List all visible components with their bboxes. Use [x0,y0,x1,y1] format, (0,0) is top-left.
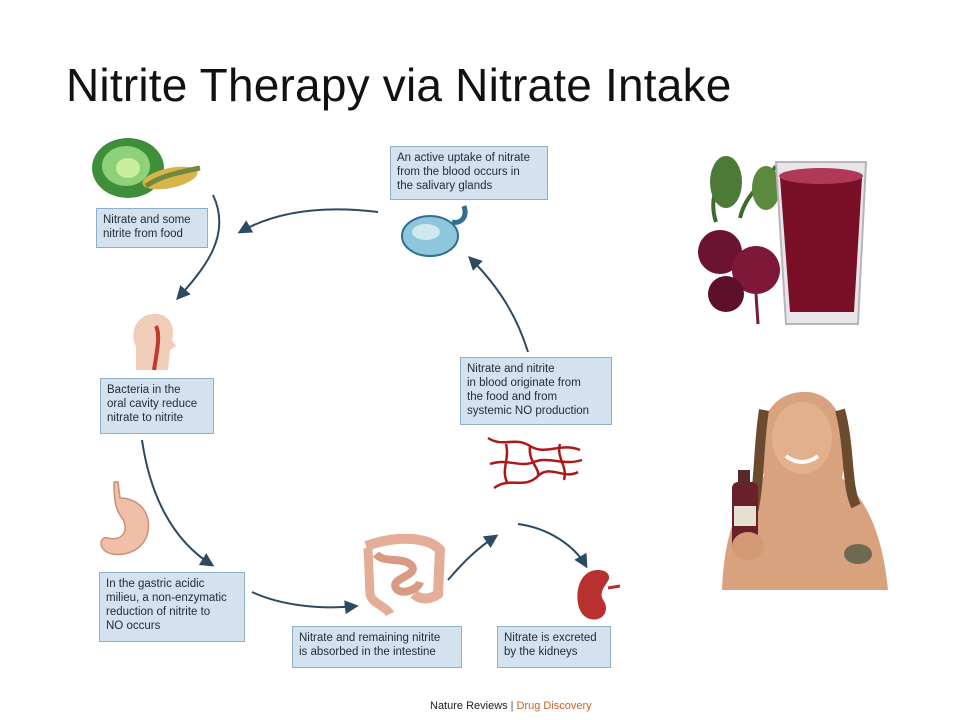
credit-separator: | [508,700,517,712]
arrow-intestine-to-blood [448,536,496,580]
intestine-icon [360,534,446,620]
arrow-intestine-to-kidney [518,524,586,566]
credit-section: Drug Discovery [517,700,592,712]
arrow-salivary-to-food [240,209,378,232]
arrow-gastric-to-intestine [252,592,356,607]
stomach-icon [92,478,162,568]
source-credit: Nature Reviews|Drug Discovery [430,700,592,712]
beetroot-bulbs-icon [698,230,780,324]
salivary-gland-icon [398,198,488,268]
beetroot-leaves-icon [710,156,780,222]
arrow-blood-to-salivary [470,258,528,352]
vegetables-icon [88,128,208,208]
credit-journal: Nature Reviews [430,700,508,712]
head-throat-icon [120,306,190,376]
man-with-bottle-image [712,386,892,592]
arrow-food-to-oral [178,195,219,298]
kidney-icon [572,566,622,626]
juice-glass-icon [776,162,866,324]
blood-vessels-icon [484,428,584,500]
beets-and-juice-image [696,152,876,332]
